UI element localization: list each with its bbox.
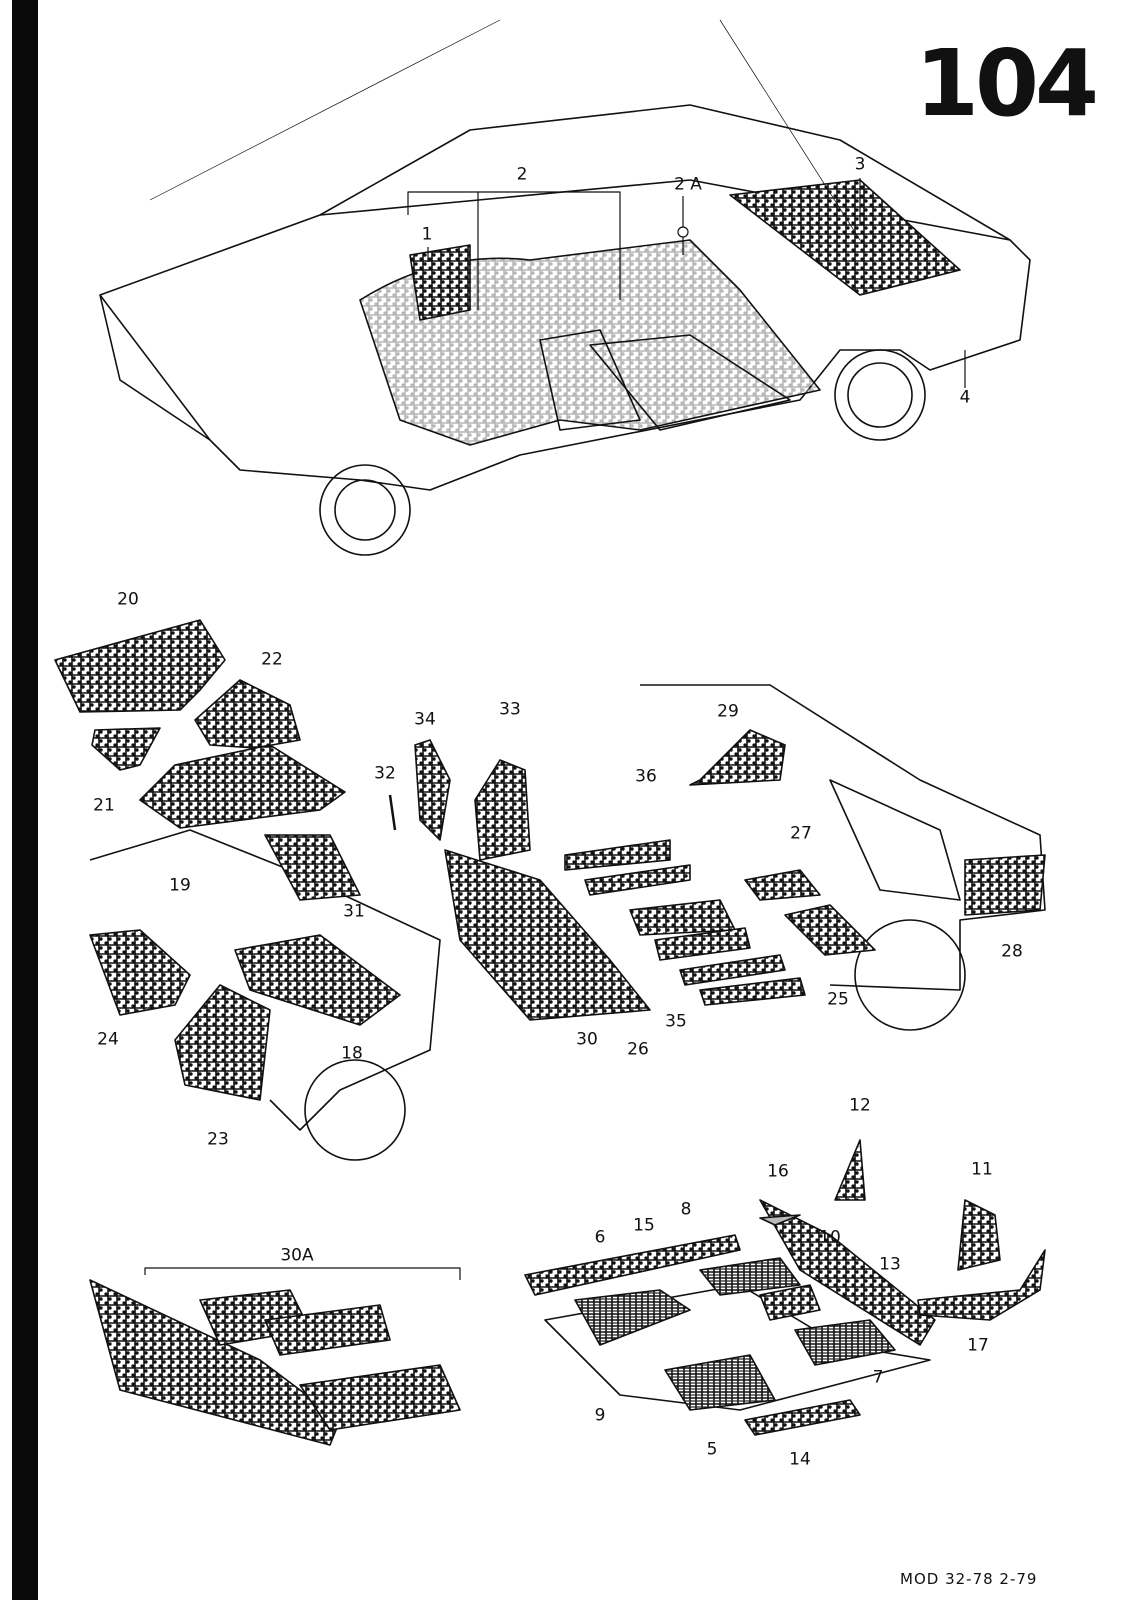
callout-13: 13 xyxy=(879,1254,901,1275)
callout-30: 30 xyxy=(576,1029,598,1050)
callout-24: 24 xyxy=(97,1029,119,1050)
callout-32: 32 xyxy=(374,763,396,784)
callout-7: 7 xyxy=(872,1367,884,1388)
callout-2: 2 xyxy=(516,164,528,185)
callout-9: 9 xyxy=(594,1405,606,1426)
carpet-set-30a xyxy=(89,1267,461,1446)
callout-30a: 30A xyxy=(280,1245,314,1266)
callout-6: 6 xyxy=(594,1227,606,1248)
callout-16: 16 xyxy=(767,1161,789,1182)
hatchback-interior-parts xyxy=(414,684,1046,1031)
callout-35: 35 xyxy=(665,1011,687,1032)
callout-19: 19 xyxy=(169,875,191,896)
leader-lines-top xyxy=(407,178,966,388)
binding-edge xyxy=(12,0,38,1600)
callout-12: 12 xyxy=(849,1095,871,1116)
callout-26: 26 xyxy=(627,1039,649,1060)
callout-15: 15 xyxy=(633,1215,655,1236)
callout-18: 18 xyxy=(341,1043,363,1064)
callout-33: 33 xyxy=(499,699,521,720)
trunk-insulation-parts xyxy=(54,619,441,1161)
callout-36: 36 xyxy=(635,766,657,787)
callout-10: 10 xyxy=(819,1227,841,1248)
callout-31: 31 xyxy=(343,901,365,922)
sedan-body-outline xyxy=(99,19,1031,556)
callout-28: 28 xyxy=(1001,941,1023,962)
callout-1: 1 xyxy=(421,224,433,245)
callout-8: 8 xyxy=(680,1199,692,1220)
page-number: 104 xyxy=(915,30,1099,137)
callout-34: 34 xyxy=(414,709,436,730)
callout-2a: 2 A xyxy=(674,174,702,195)
callout-21: 21 xyxy=(93,795,115,816)
callout-27: 27 xyxy=(790,823,812,844)
callout-14: 14 xyxy=(789,1449,811,1470)
callout-5: 5 xyxy=(706,1439,718,1460)
callout-25: 25 xyxy=(827,989,849,1010)
callout-23: 23 xyxy=(207,1129,229,1150)
callout-20: 20 xyxy=(117,589,139,610)
callout-3: 3 xyxy=(854,154,866,175)
callout-17: 17 xyxy=(967,1335,989,1356)
footer-model-code: MOD 32-78 2-79 xyxy=(900,1570,1038,1588)
floor-mat-set xyxy=(524,1139,1046,1436)
callout-22: 22 xyxy=(261,649,283,670)
callout-29: 29 xyxy=(717,701,739,722)
callout-4: 4 xyxy=(959,387,971,408)
callout-11: 11 xyxy=(971,1159,993,1180)
